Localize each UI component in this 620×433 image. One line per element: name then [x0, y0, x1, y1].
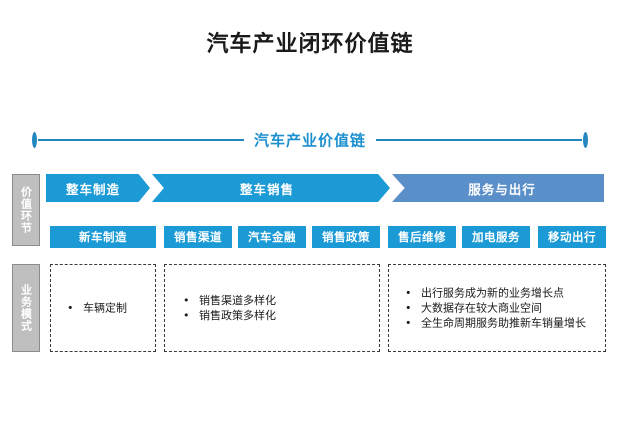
sidebar-tab-value-links-label: 价值环节 — [19, 186, 33, 234]
sub-stage-mobility-travel[interactable]: 移动出行 — [538, 226, 606, 248]
model-bullet-item: 销售渠道多样化 — [165, 293, 379, 308]
sub-stage-label: 移动出行 — [548, 230, 596, 244]
chain-endpoint-left-icon — [32, 132, 37, 148]
model-bullet-item: 全生命周期服务助推新车销量增长 — [389, 316, 605, 331]
model-box-sales: 销售渠道多样化销售政策多样化 — [164, 264, 380, 352]
stage-arrow-sales[interactable]: 整车销售 — [152, 174, 390, 202]
stage-arrow-sales-label: 整车销售 — [239, 181, 294, 197]
stage-arrow-row: 整车制造 整车销售 服务与出行 — [46, 174, 606, 202]
sub-stage-charging-service[interactable]: 加电服务 — [462, 226, 530, 248]
page-title: 汽车产业闭环价值链 — [206, 32, 414, 57]
sidebar-tab-value-links: 价值环节 — [12, 174, 40, 246]
model-bullet-list: 车辆定制 — [51, 301, 155, 316]
sub-stage-row: 新车制造 销售渠道 汽车金融 销售政策 售后维修 加电服务 移动出行 — [0, 226, 620, 248]
sidebar-tab-business-model: 业务模式 — [12, 264, 40, 352]
chain-band-label: 汽车产业价值链 — [243, 129, 377, 151]
model-box-service-mobility: 出行服务成为新的业务增长点大数据存在较大商业空间全生命周期服务助推新车销量增长 — [388, 264, 606, 352]
model-bullet-item: 大数据存在较大商业空间 — [389, 301, 605, 316]
sub-stage-after-sales-repair[interactable]: 售后维修 — [388, 226, 456, 248]
stage-arrow-service-mobility[interactable]: 服务与出行 — [392, 174, 604, 202]
sub-stage-label: 销售渠道 — [174, 230, 222, 244]
sub-stage-auto-finance[interactable]: 汽车金融 — [238, 226, 306, 248]
model-bullet-list: 销售渠道多样化销售政策多样化 — [165, 293, 379, 323]
stage-arrow-service-mobility-label: 服务与出行 — [468, 181, 536, 197]
sub-stage-sales-channel[interactable]: 销售渠道 — [164, 226, 232, 248]
sub-stage-label: 新车制造 — [79, 230, 127, 244]
sub-stage-label: 加电服务 — [472, 230, 520, 244]
model-box-manufacturing: 车辆定制 — [50, 264, 156, 352]
model-bullet-item: 车辆定制 — [51, 301, 155, 316]
sub-stage-new-car-manufacturing[interactable]: 新车制造 — [50, 226, 156, 248]
value-chain-band: 汽车产业价值链 — [30, 126, 590, 154]
model-bullet-item: 出行服务成为新的业务增长点 — [389, 286, 605, 301]
sub-stage-label: 汽车金融 — [248, 230, 296, 244]
stage-arrow-manufacturing[interactable]: 整车制造 — [46, 174, 150, 202]
stage-arrow-manufacturing-label: 整车制造 — [65, 181, 120, 197]
sub-stage-sales-policy[interactable]: 销售政策 — [312, 226, 380, 248]
model-bullet-item: 销售政策多样化 — [165, 308, 379, 323]
chain-endpoint-right-icon — [583, 132, 588, 148]
sub-stage-label: 销售政策 — [322, 230, 370, 244]
sub-stage-label: 售后维修 — [398, 230, 446, 244]
model-bullet-list: 出行服务成为新的业务增长点大数据存在较大商业空间全生命周期服务助推新车销量增长 — [389, 286, 605, 331]
sidebar-tab-business-model-label: 业务模式 — [19, 284, 33, 332]
